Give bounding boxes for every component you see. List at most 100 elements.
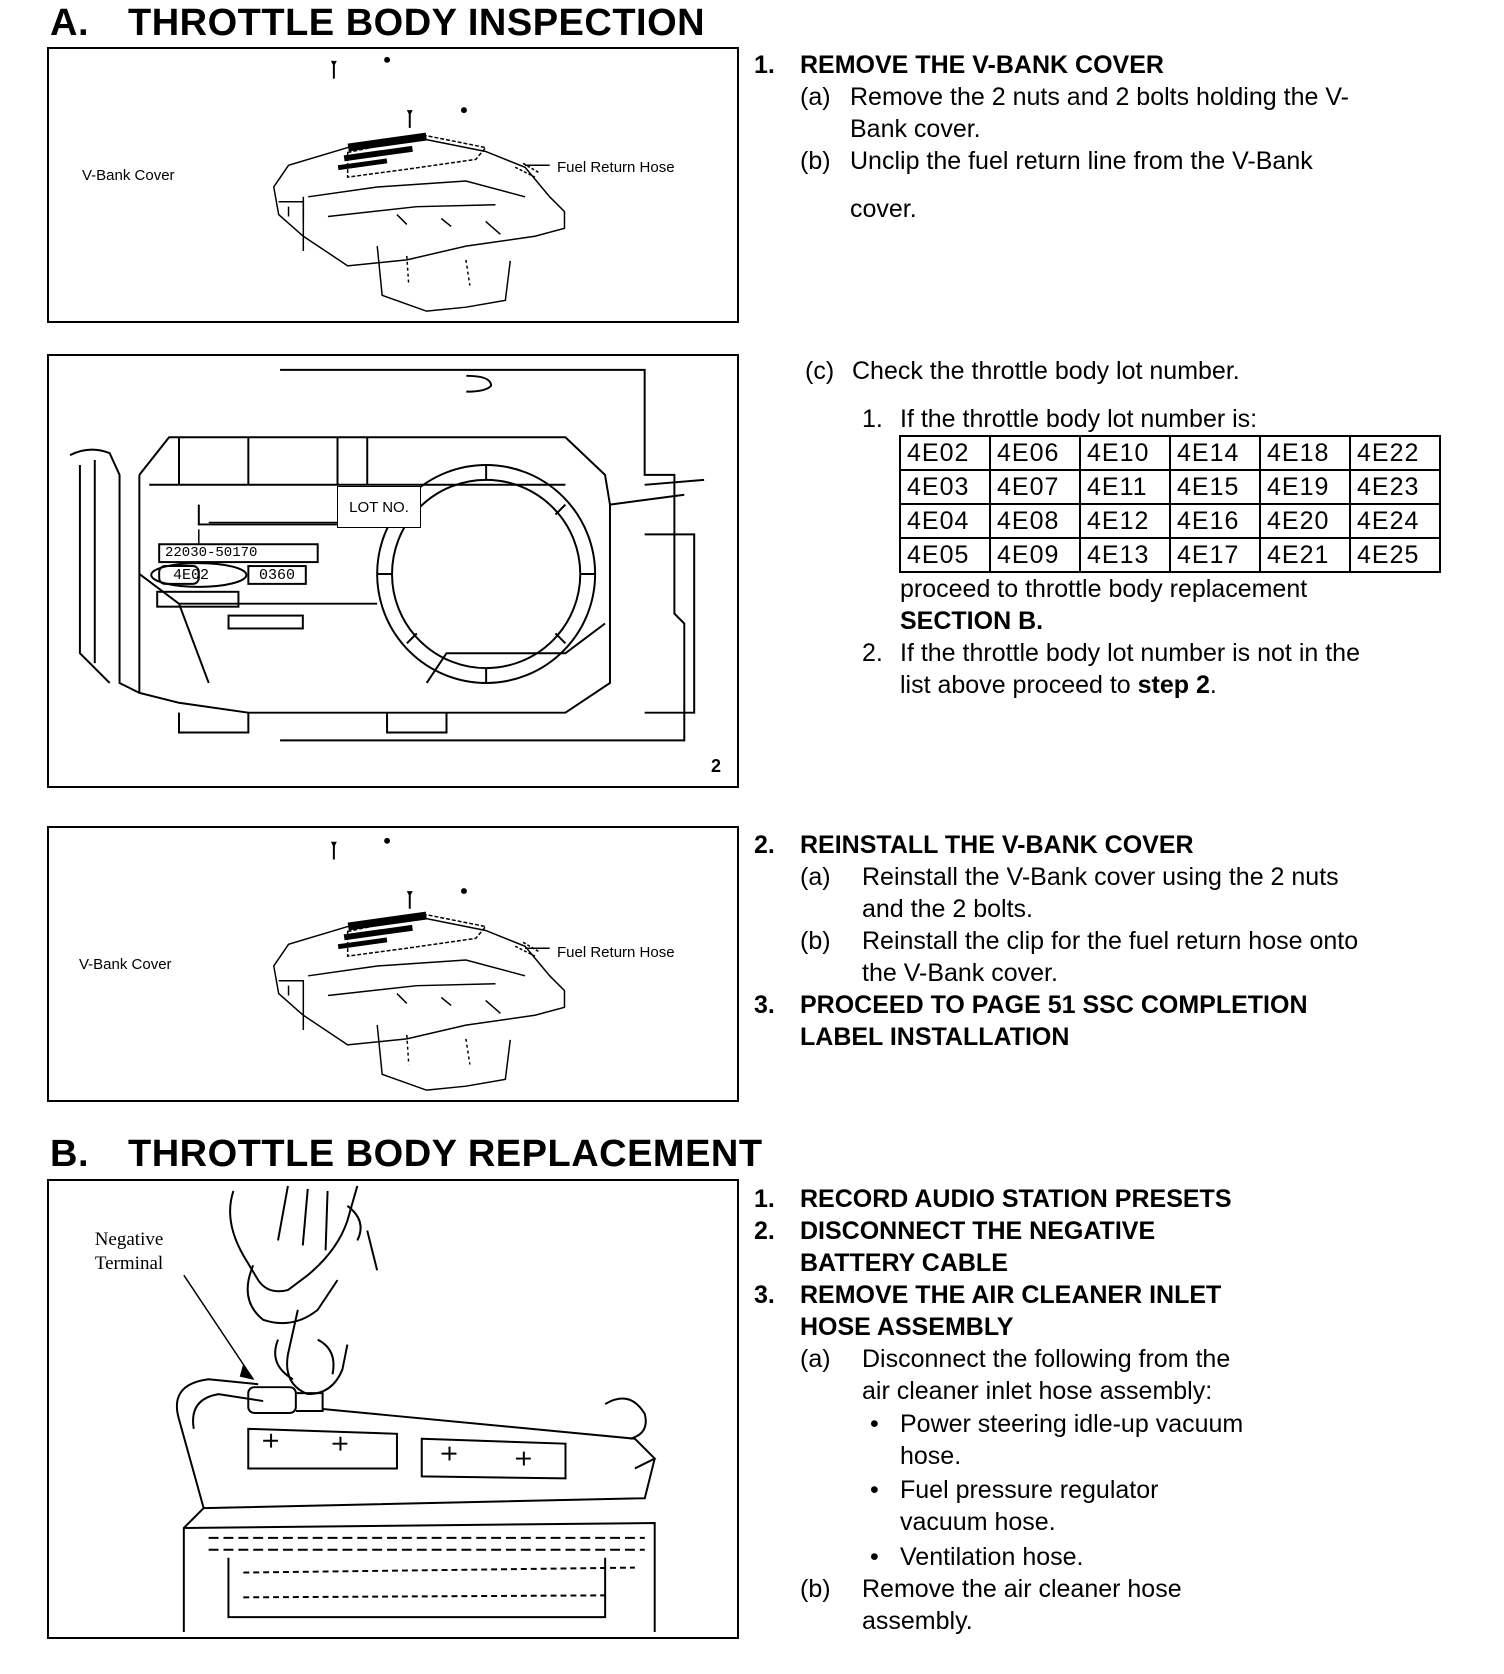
lot-check-1-after-2: SECTION B. bbox=[900, 607, 1044, 635]
lot-check-2-line-2-pre: list above proceed to bbox=[900, 671, 1138, 699]
step-1b-line-1: Unclip the fuel return line from the V-B… bbox=[850, 147, 1313, 175]
lot-no-callout: LOT NO. bbox=[337, 486, 421, 528]
vbank-cover-label-2: V-Bank Cover bbox=[79, 956, 172, 973]
b-step-3b-letter: (b) bbox=[800, 1575, 831, 1603]
step-2-title: REINSTALL THE V-BANK COVER bbox=[800, 831, 1194, 859]
fuel-return-hose-label-2: Fuel Return Hose bbox=[557, 944, 675, 961]
bullet-2-line-2: vacuum hose. bbox=[900, 1508, 1056, 1536]
figure-number: 2 bbox=[711, 756, 722, 776]
lot-check-1-after-1: proceed to throttle body replacement bbox=[900, 575, 1308, 603]
step-1b-line-2: cover. bbox=[850, 195, 917, 223]
lot-row: 4E03 4E07 4E11 4E15 4E19 4E23 bbox=[899, 469, 1441, 505]
lot-cell: 4E20 bbox=[1259, 503, 1351, 539]
step-2-number: 2. bbox=[754, 831, 775, 859]
b-step-3-title-line-1: REMOVE THE AIR CLEANER INLET bbox=[800, 1281, 1222, 1309]
step-3-title-line-2: LABEL INSTALLATION bbox=[800, 1023, 1070, 1051]
lot-row: 4E04 4E08 4E12 4E16 4E20 4E24 bbox=[899, 503, 1441, 539]
bullet-1-marker: • bbox=[870, 1410, 879, 1438]
section-b-title: THROTTLE BODY REPLACEMENT bbox=[128, 1133, 763, 1175]
lot-row: 4E02 4E06 4E10 4E14 4E18 4E22 bbox=[899, 435, 1441, 471]
step-2-link-text: step 2 bbox=[1137, 671, 1210, 699]
vbank-cover-illustration bbox=[272, 56, 566, 312]
section-b-letter: B. bbox=[50, 1133, 89, 1175]
lot-cell: 4E24 bbox=[1349, 503, 1441, 539]
lot-check-2-number: 2. bbox=[862, 639, 883, 667]
step-2b-line-1: Reinstall the clip for the fuel return h… bbox=[862, 927, 1359, 955]
bullet-1-line-1: Power steering idle-up vacuum bbox=[900, 1410, 1244, 1438]
lot-cell: 4E11 bbox=[1079, 469, 1171, 505]
part-number-label: 22030-50170 bbox=[165, 545, 258, 561]
lot-cell: 4E02 bbox=[899, 435, 991, 471]
bullet-1-line-2: hose. bbox=[900, 1442, 962, 1470]
step-1a-line-1: Remove the 2 nuts and 2 bolts holding th… bbox=[850, 83, 1349, 111]
lot-cell: 4E16 bbox=[1169, 503, 1261, 539]
vbank-cover-illustration-2 bbox=[272, 837, 566, 1091]
step-2b-letter: (b) bbox=[800, 927, 831, 955]
step-1c-letter: (c) bbox=[805, 357, 835, 385]
battery-illustration bbox=[175, 1185, 657, 1633]
lot-cell: 4E03 bbox=[899, 469, 991, 505]
step-1a-letter: (a) bbox=[800, 83, 831, 111]
vbank-cover-label: V-Bank Cover bbox=[82, 167, 175, 184]
section-a-title: THROTTLE BODY INSPECTION bbox=[128, 2, 706, 44]
lot-cell: 4E22 bbox=[1349, 435, 1441, 471]
lot-row: 4E05 4E09 4E13 4E17 4E21 4E25 bbox=[899, 537, 1441, 573]
code-label: 0360 bbox=[259, 567, 296, 584]
lot-cell: 4E19 bbox=[1259, 469, 1351, 505]
lot-check-2-line-2-post: . bbox=[1209, 671, 1217, 699]
b-step-2-title-line-1: DISCONNECT THE NEGATIVE bbox=[800, 1217, 1156, 1245]
negative-terminal-label-line-1: Negative bbox=[94, 1229, 164, 1250]
lot-check-1-number: 1. bbox=[862, 405, 883, 433]
bullet-3-marker: • bbox=[870, 1543, 879, 1571]
lot-cell: 4E06 bbox=[989, 435, 1081, 471]
vbank-cover-figure-1: V-Bank Cover Fuel Return Hose bbox=[47, 47, 739, 323]
bullet-3-text: Ventilation hose. bbox=[900, 1543, 1084, 1571]
lot-check-1-text: If the throttle body lot number is: bbox=[900, 405, 1258, 433]
vbank-cover-figure-2: V-Bank Cover Fuel Return Hose bbox=[47, 826, 739, 1102]
lot-cell: 4E14 bbox=[1169, 435, 1261, 471]
step-2a-line-1: Reinstall the V-Bank cover using the 2 n… bbox=[862, 863, 1339, 891]
step-1-title: REMOVE THE V-BANK COVER bbox=[800, 51, 1164, 79]
throttle-body-figure: LOT NO. 22030-50170 4E02 0360 2 bbox=[47, 354, 739, 788]
step-1a-line-2: Bank cover. bbox=[850, 115, 981, 143]
bullet-2-line-1: Fuel pressure regulator bbox=[900, 1476, 1159, 1504]
throttle-body-illustration bbox=[69, 368, 705, 742]
lot-cell: 4E07 bbox=[989, 469, 1081, 505]
lot-check-2-line-2: list above proceed to step 2. bbox=[900, 669, 1217, 701]
lot-cell: 4E12 bbox=[1079, 503, 1171, 539]
b-step-1-title: RECORD AUDIO STATION PRESETS bbox=[800, 1185, 1232, 1213]
b-step-3a-letter: (a) bbox=[800, 1345, 831, 1373]
step-2b-line-2: the V-Bank cover. bbox=[862, 959, 1058, 987]
b-step-2-number: 2. bbox=[754, 1217, 775, 1245]
b-step-3a-line-1: Disconnect the following from the bbox=[862, 1345, 1231, 1373]
lot-number-label: 4E02 bbox=[173, 567, 210, 584]
lot-cell: 4E09 bbox=[989, 537, 1081, 573]
bullet-2-marker: • bbox=[870, 1476, 879, 1504]
b-step-3b-line-2: assembly. bbox=[862, 1607, 973, 1635]
battery-figure: Negative Terminal bbox=[47, 1179, 739, 1639]
lot-cell: 4E23 bbox=[1349, 469, 1441, 505]
lot-cell: 4E08 bbox=[989, 503, 1081, 539]
step-3-number: 3. bbox=[754, 991, 775, 1019]
lot-cell: 4E18 bbox=[1259, 435, 1351, 471]
lot-cell: 4E04 bbox=[899, 503, 991, 539]
b-step-3a-line-2: air cleaner inlet hose assembly: bbox=[862, 1377, 1213, 1405]
step-1c-text: Check the throttle body lot number. bbox=[852, 357, 1240, 385]
step-3-title-line-1: PROCEED TO PAGE 51 SSC COMPLETION bbox=[800, 991, 1308, 1019]
b-step-3-number: 3. bbox=[754, 1281, 775, 1309]
lot-cell: 4E05 bbox=[899, 537, 991, 573]
lot-cell: 4E17 bbox=[1169, 537, 1261, 573]
lot-number-table: 4E02 4E06 4E10 4E14 4E18 4E22 4E03 4E07 … bbox=[899, 435, 1441, 573]
lot-check-2-line-1: If the throttle body lot number is not i… bbox=[900, 639, 1360, 667]
fuel-return-hose-label: Fuel Return Hose bbox=[557, 159, 675, 176]
step-1b-letter: (b) bbox=[800, 147, 831, 175]
negative-terminal-label-line-2: Terminal bbox=[94, 1253, 164, 1274]
lot-cell: 4E13 bbox=[1079, 537, 1171, 573]
step-2a-line-2: and the 2 bolts. bbox=[862, 895, 1033, 923]
lot-cell: 4E10 bbox=[1079, 435, 1171, 471]
b-step-3b-line-1: Remove the air cleaner hose bbox=[862, 1575, 1182, 1603]
negative-terminal-label: Negative Terminal bbox=[79, 1228, 179, 1276]
step-2a-letter: (a) bbox=[800, 863, 831, 891]
section-a-letter: A. bbox=[50, 2, 89, 44]
lot-cell: 4E21 bbox=[1259, 537, 1351, 573]
